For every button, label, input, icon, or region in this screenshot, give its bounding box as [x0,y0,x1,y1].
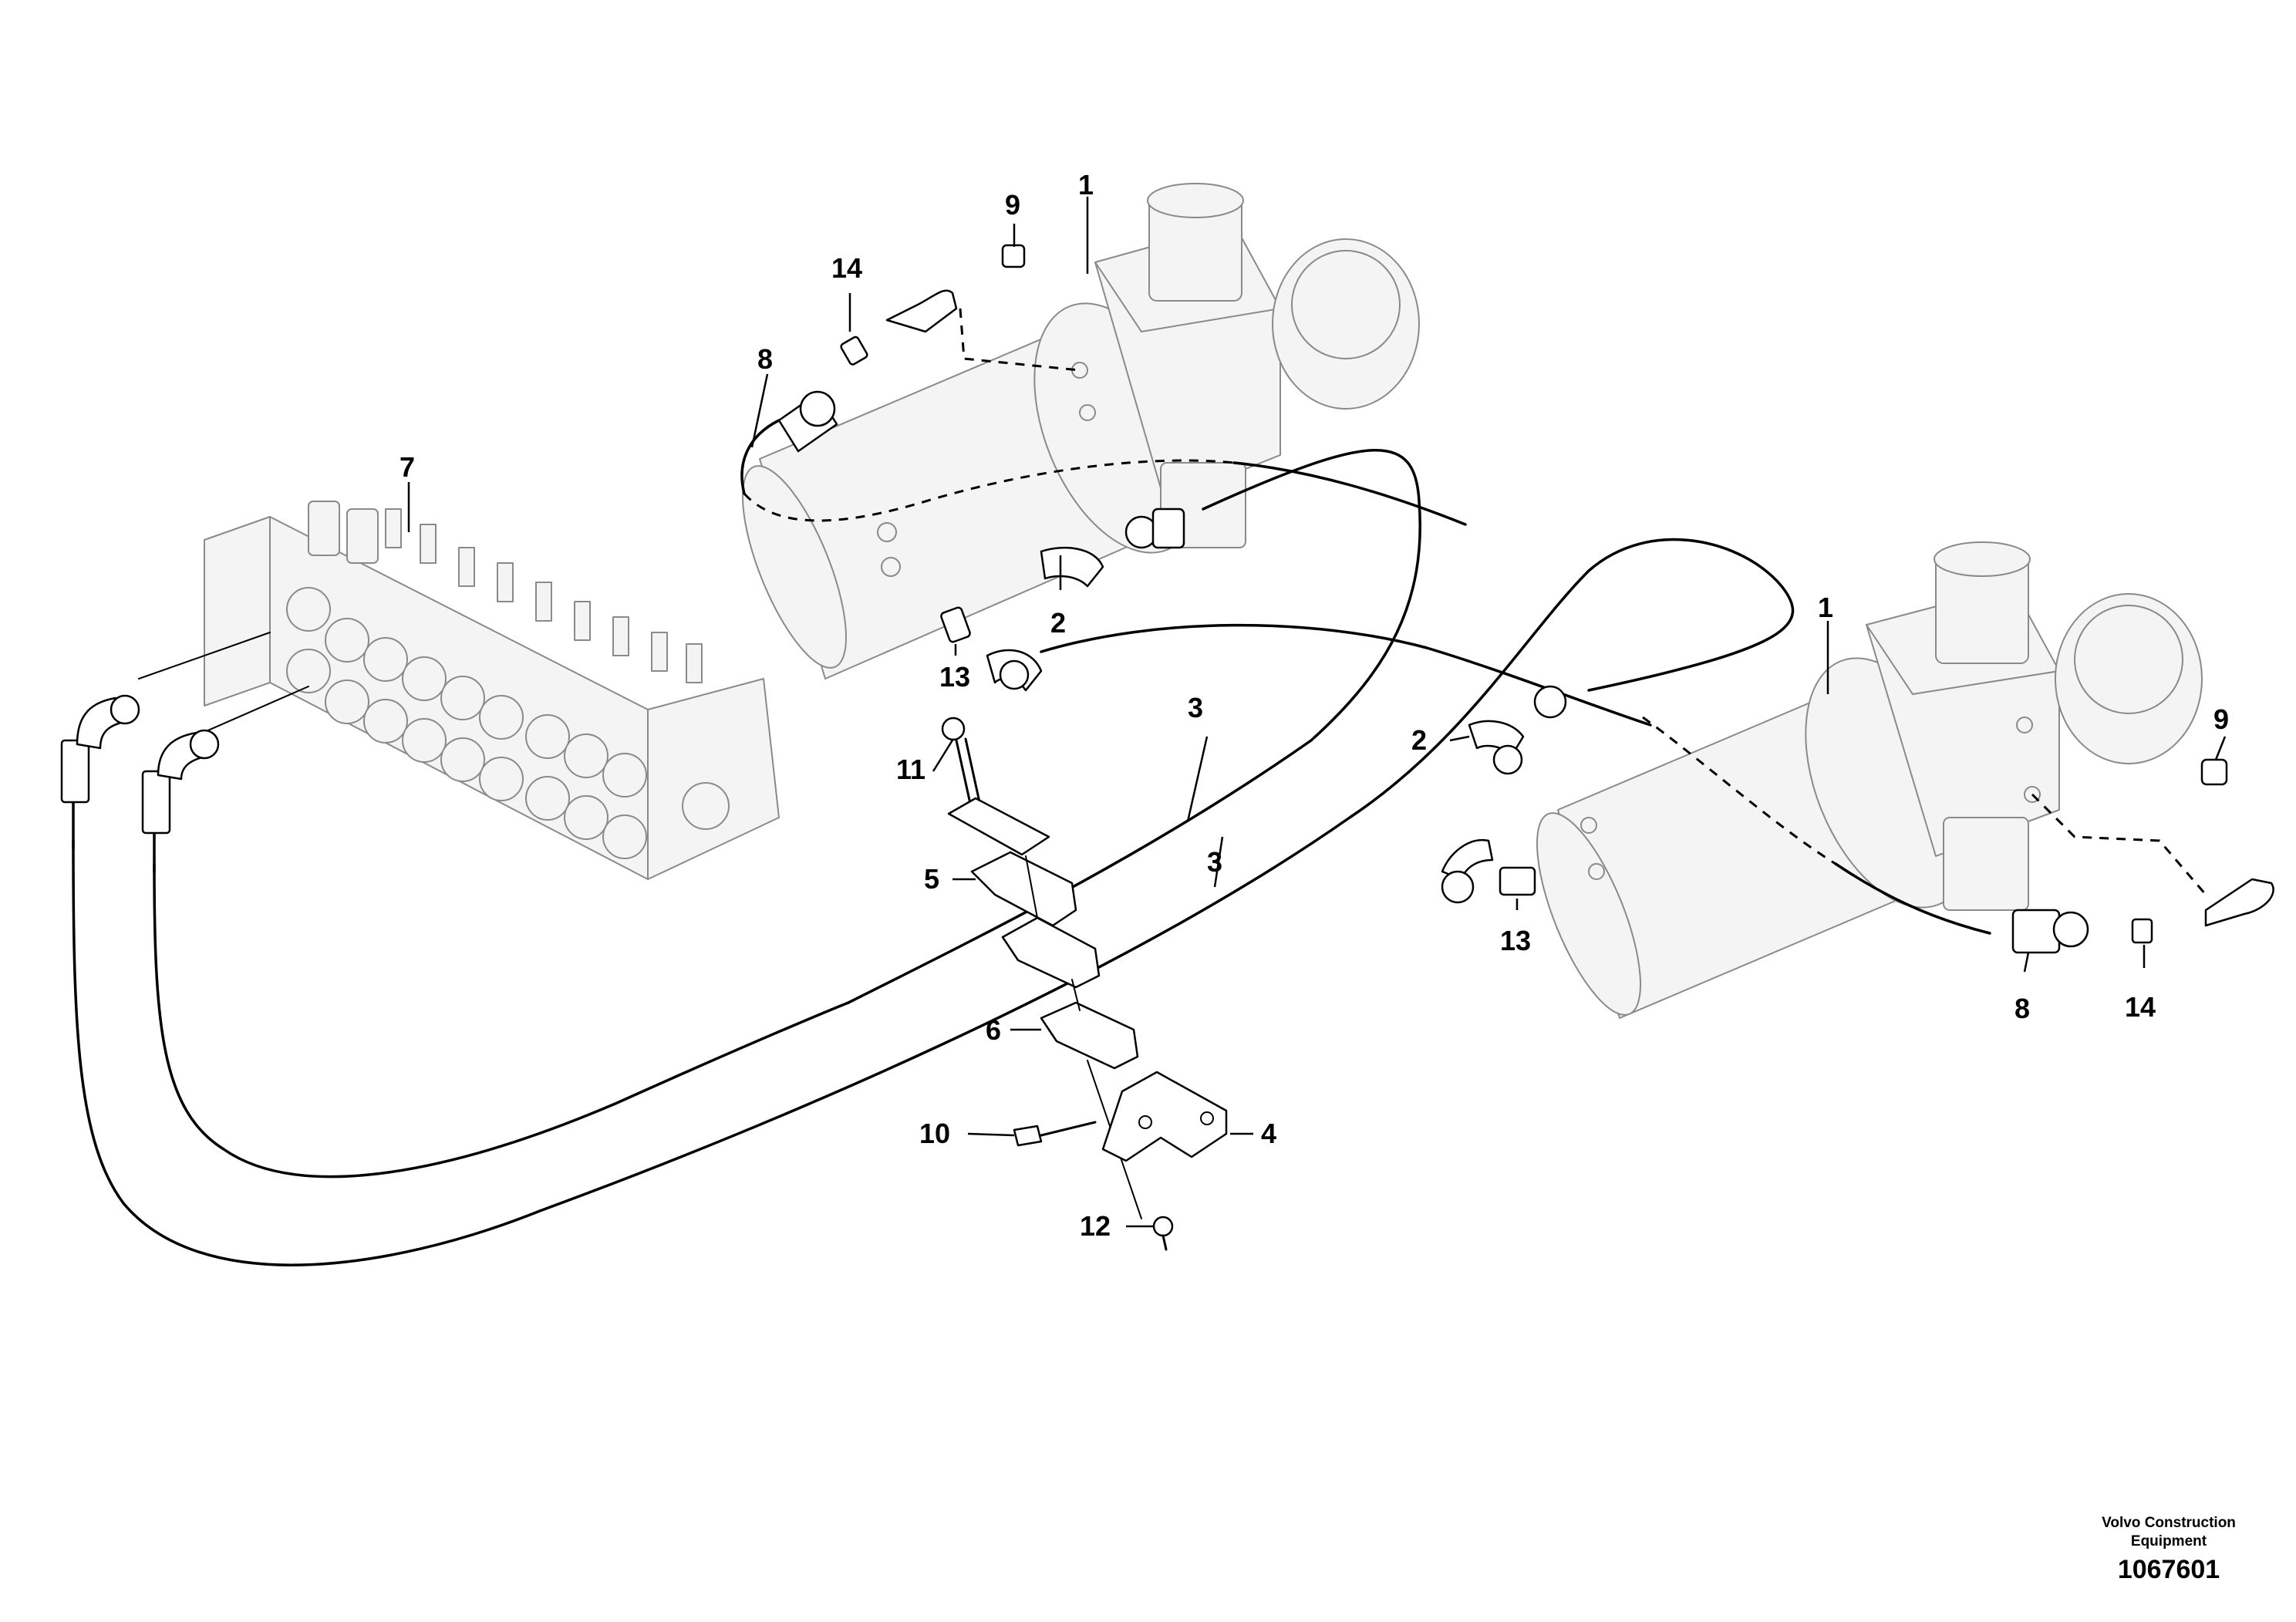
fitting-14-upper [840,336,868,366]
fittings [60,244,2274,954]
valve-sections [286,587,647,859]
fitting-8-lower [2011,909,2061,954]
part-labels: 1 1 2 2 3 3 4 5 6 7 8 8 9 9 10 11 12 13 … [400,169,2229,1242]
plug-9-upper [1001,244,1026,268]
clamp-half-6 [1040,1001,1139,1070]
label-3-lower: 3 [1207,846,1222,878]
screw-10 [1013,1125,1043,1147]
control-valve-block [204,501,780,880]
bolt-11 [941,717,966,741]
label-5: 5 [924,863,939,895]
label-9-lower: 9 [2213,703,2229,735]
label-14-upper: 14 [831,252,862,284]
cylinder-upper [741,183,1420,679]
drawing-number: 1067601 [2118,1555,2220,1584]
label-1-lower: 1 [1818,592,1833,623]
hose-hidden-lower [1642,716,1836,865]
clamp-half-5 [970,851,1077,927]
plug-9-lower [2200,758,2228,786]
fitting-13-lower [1499,866,1536,896]
brand-line-2: Equipment [2131,1533,2207,1549]
label-8-upper: 8 [757,343,773,375]
label-13-upper: 13 [939,661,970,693]
bracket-4 [1101,1071,1228,1162]
label-2-lower: 2 [1411,724,1427,756]
nut-12 [1152,1216,1174,1237]
hose-upper-tail [1232,461,1467,526]
hose-end-left-1 [60,739,90,804]
cylinder-lower [1536,541,2203,1019]
clamp-assembly [941,717,1228,1251]
hose-3-inner [153,862,850,1179]
leader-lines [407,197,2227,1228]
label-8-lower: 8 [2014,993,2030,1024]
label-11: 11 [896,754,925,785]
hose-8-upper [740,419,781,495]
label-1-upper: 1 [1078,169,1094,201]
footer: Volvo Construction Equipment 1067601 [2102,1515,2236,1584]
elbow-2-upper [1040,546,1104,588]
label-9-upper: 9 [1005,189,1020,221]
label-2-upper: 2 [1050,607,1066,639]
label-7: 7 [400,451,415,483]
label-6: 6 [986,1014,1001,1046]
label-13-lower: 13 [1500,925,1531,956]
valve-spools [308,501,703,683]
label-12: 12 [1080,1210,1111,1242]
fitting-13-upper [940,606,971,643]
brand-line-1: Volvo Construction [2102,1515,2236,1531]
label-10: 10 [919,1118,950,1149]
fitting-14-lower [2131,918,2153,944]
clamp-plate [947,797,1050,856]
hose-end-left-2 [141,770,171,835]
hose-lower-tail [1834,862,1991,935]
hose-hidden-upper [743,459,1235,522]
label-14-lower: 14 [2125,991,2156,1023]
hose-upper-to-right [1040,623,1652,727]
label-4: 4 [1261,1118,1276,1149]
label-3-upper: 3 [1188,692,1203,723]
hose-3-outer [72,538,1795,1266]
